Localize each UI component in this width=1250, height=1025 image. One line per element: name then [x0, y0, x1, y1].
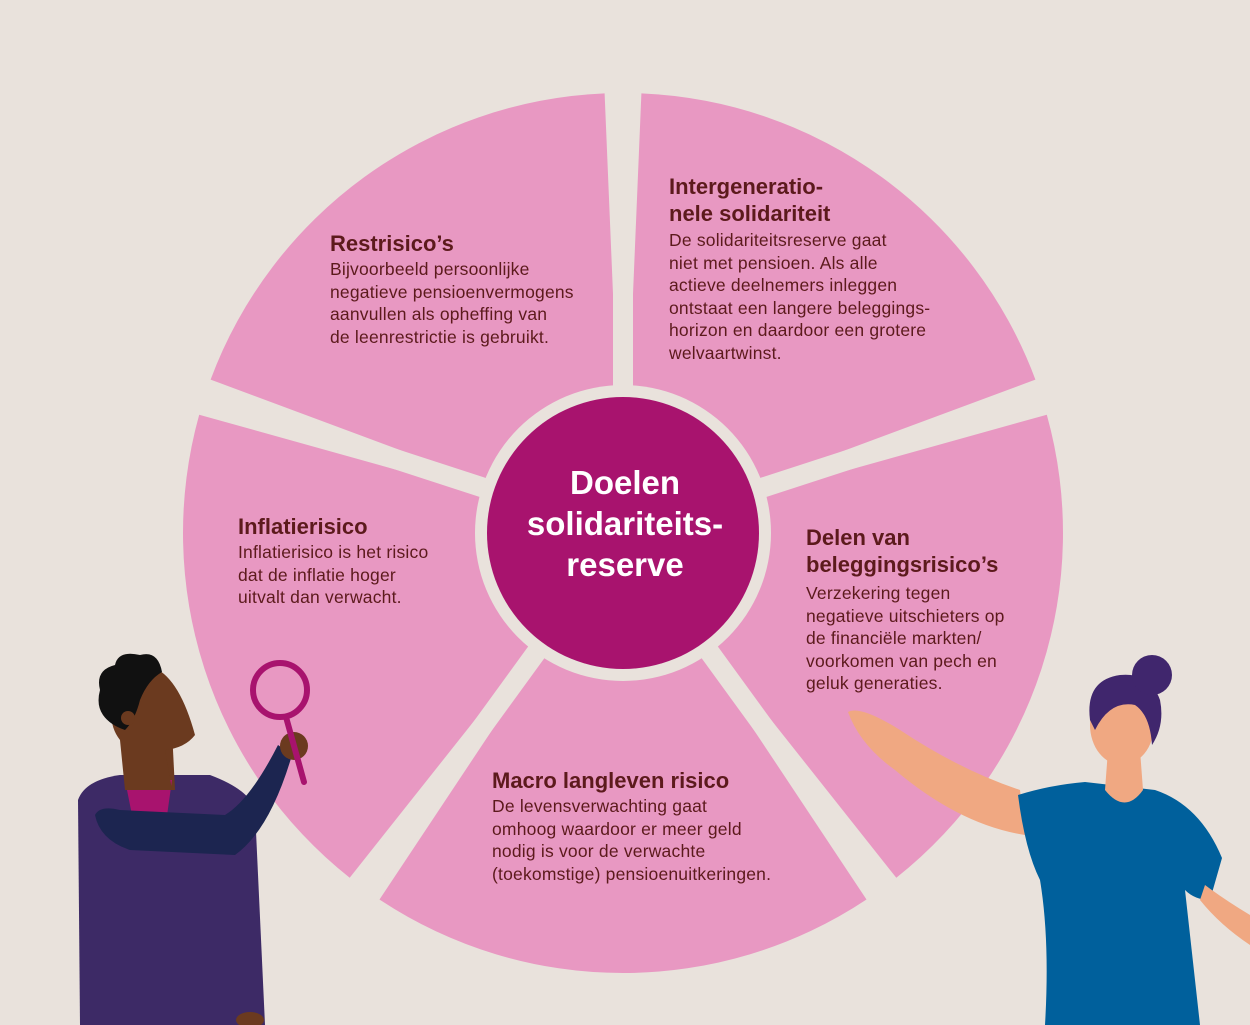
segment-text-restrisico: Bijvoorbeeld persoonlijke negatieve pens…: [330, 259, 574, 347]
wheel-segment-intergenerationele: [623, 93, 1036, 534]
center-label: Doelen solidariteits- reserve: [526, 464, 724, 583]
segment-title-restrisico: Restrisico’s: [330, 231, 454, 256]
segment-title-intergenerationele: Intergeneratio- nele solidariteit: [669, 174, 831, 226]
segment-title-macro-langleven: Macro langleven risico: [492, 768, 730, 793]
segment-title-inflatierisico: Inflatierisico: [238, 514, 368, 539]
segment-text-macro-langleven: De levensverwachting gaat omhoog waardoo…: [492, 796, 772, 884]
center-circle: [487, 397, 759, 669]
segment-text-intergenerationele: De solidariteitsreserve gaat niet met pe…: [669, 230, 931, 363]
segment-text-inflatierisico: Inflatierisico is het risico dat de infl…: [238, 542, 429, 607]
wheel-segment-restrisico: [210, 93, 623, 534]
segment-title-beleggingsrisicos: Delen van beleggingsrisico’s: [806, 525, 999, 577]
wheel-segment-macro-langleven: [379, 533, 867, 974]
segment-text-beleggingsrisicos: Verzekering tegen negatieve uitschieters…: [806, 583, 1005, 693]
